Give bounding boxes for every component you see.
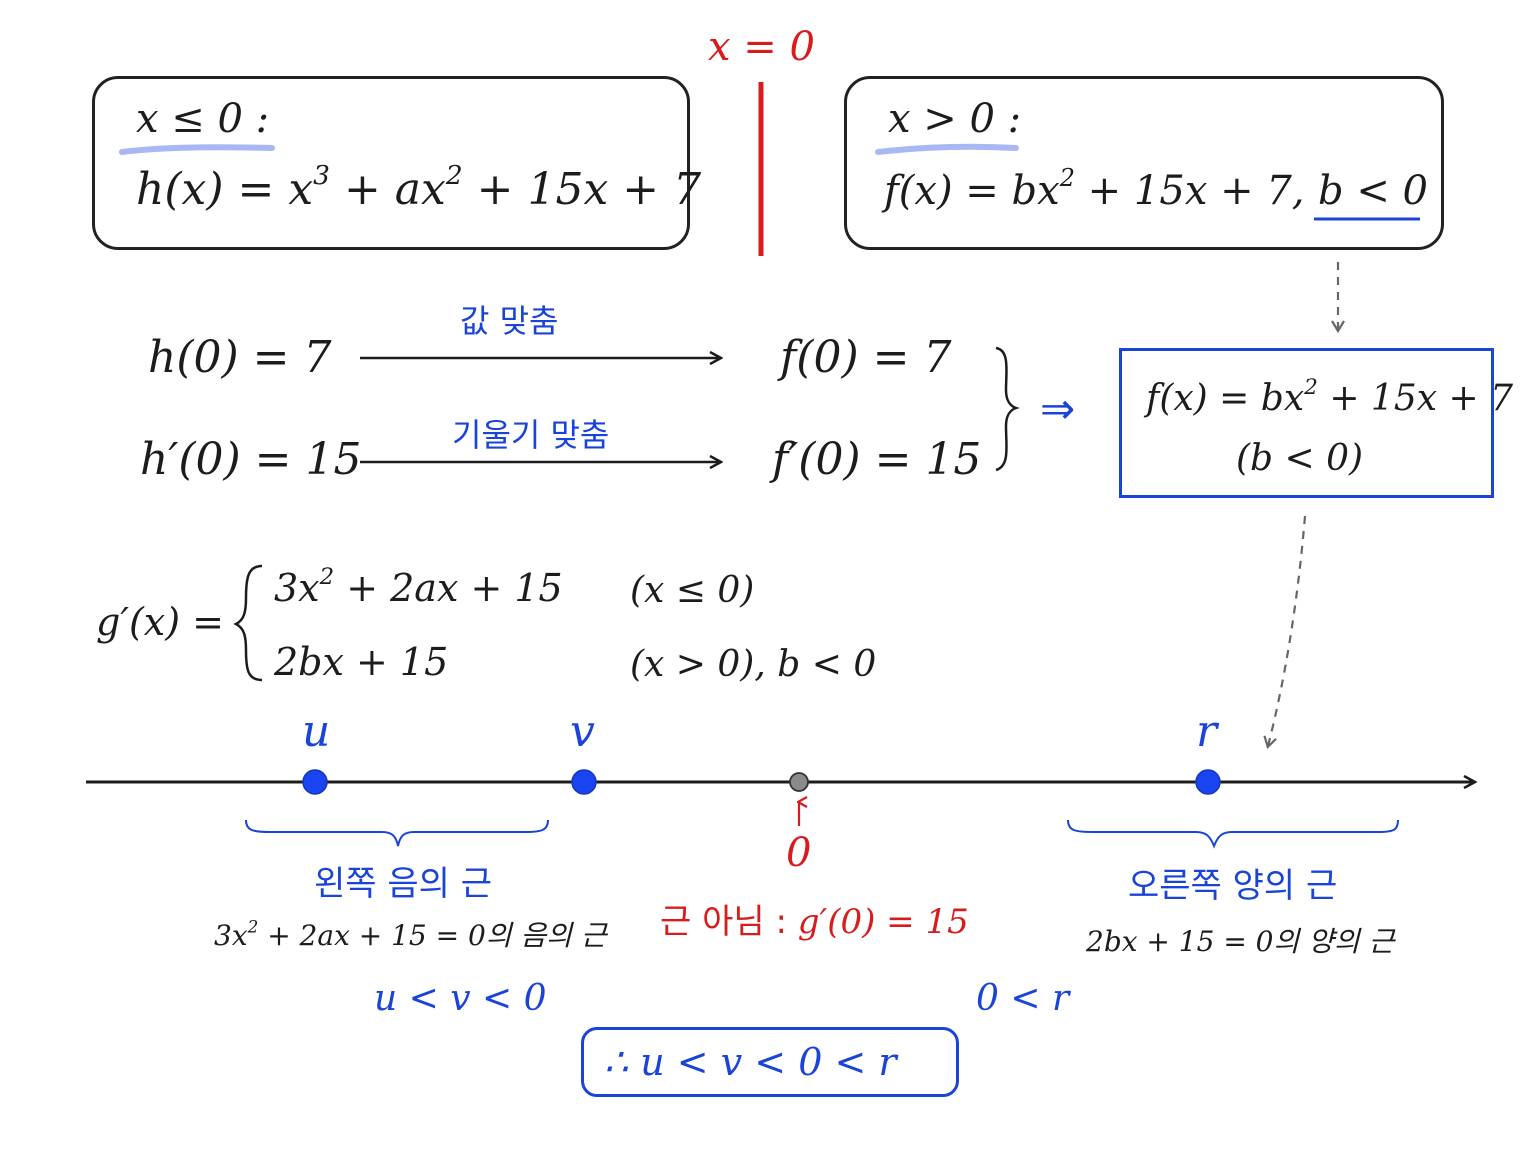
result-condition: (b < 0) <box>1236 438 1364 479</box>
value-match-label: 값 맞춤 <box>460 302 559 340</box>
case-brace <box>233 564 263 682</box>
derivative-lhs: g′(x) = <box>96 600 224 644</box>
left-function: h(x) = x3 + ax2 + 15x + 7 <box>136 160 702 215</box>
left-case-box <box>92 76 690 250</box>
slope-lhs: h′(0) = 15 <box>140 434 362 485</box>
dashed-arrow-to-r <box>1263 515 1307 750</box>
left-roots-title: 왼쪽 음의 근 <box>314 864 493 904</box>
slope-match-label: 기울기 맞춤 <box>452 416 610 454</box>
label-u: u <box>302 706 331 757</box>
slope-rhs: f′(0) = 15 <box>772 434 982 485</box>
right-function: f(x) = bx2 + 15x + 7, <box>884 164 1305 214</box>
right-condition-underline <box>875 143 1019 155</box>
left-roots-desc: 3x2 + 2ax + 15 = 0의 음의 근 <box>214 916 607 952</box>
conclusion-box <box>581 1027 959 1097</box>
case2-condition: (x > 0), b < 0 <box>630 644 877 685</box>
point-r <box>1195 769 1221 795</box>
right-roots-desc: 2bx + 15 = 0의 양의 근 <box>1086 925 1395 958</box>
point-u <box>302 769 328 795</box>
label-zero: 0 <box>786 830 812 876</box>
left-roots-brace <box>245 819 549 847</box>
case1-condition: (x ≤ 0) <box>630 570 755 611</box>
zero-note: 근 아님 : g′(0) = 15 <box>660 902 969 942</box>
left-condition-underline <box>119 144 275 155</box>
value-lhs: h(0) = 7 <box>148 332 332 383</box>
result-box <box>1119 348 1494 498</box>
left-roots-order: u < v < 0 <box>374 978 547 1019</box>
right-constraint: b < 0 <box>1318 168 1428 214</box>
value-rhs: f(0) = 7 <box>780 332 952 383</box>
point-zero <box>789 772 809 792</box>
right-roots-title: 오른쪽 양의 근 <box>1128 866 1338 906</box>
right-roots-brace <box>1067 819 1399 849</box>
case2-expr: 2bx + 15 <box>274 640 449 684</box>
h-name: h(x) <box>136 164 224 215</box>
label-v: v <box>570 706 595 757</box>
conclusion-text: ∴ u < v < 0 < r <box>604 1040 897 1084</box>
label-r: r <box>1196 706 1218 757</box>
divider-label: x = 0 <box>708 24 815 70</box>
right-condition: x > 0 : <box>888 96 1022 142</box>
implies-arrow: ⇒ <box>1040 384 1076 433</box>
right-case-box <box>844 76 1444 250</box>
match-brace <box>995 346 1020 472</box>
right-roots-order: 0 < r <box>976 978 1070 1019</box>
case1-expr: 3x2 + 2ax + 15 <box>274 563 563 610</box>
left-condition: x ≤ 0 : <box>136 96 270 142</box>
point-v <box>571 769 597 795</box>
result-function: f(x) = bx2 + 15x + 7 <box>1146 374 1513 419</box>
